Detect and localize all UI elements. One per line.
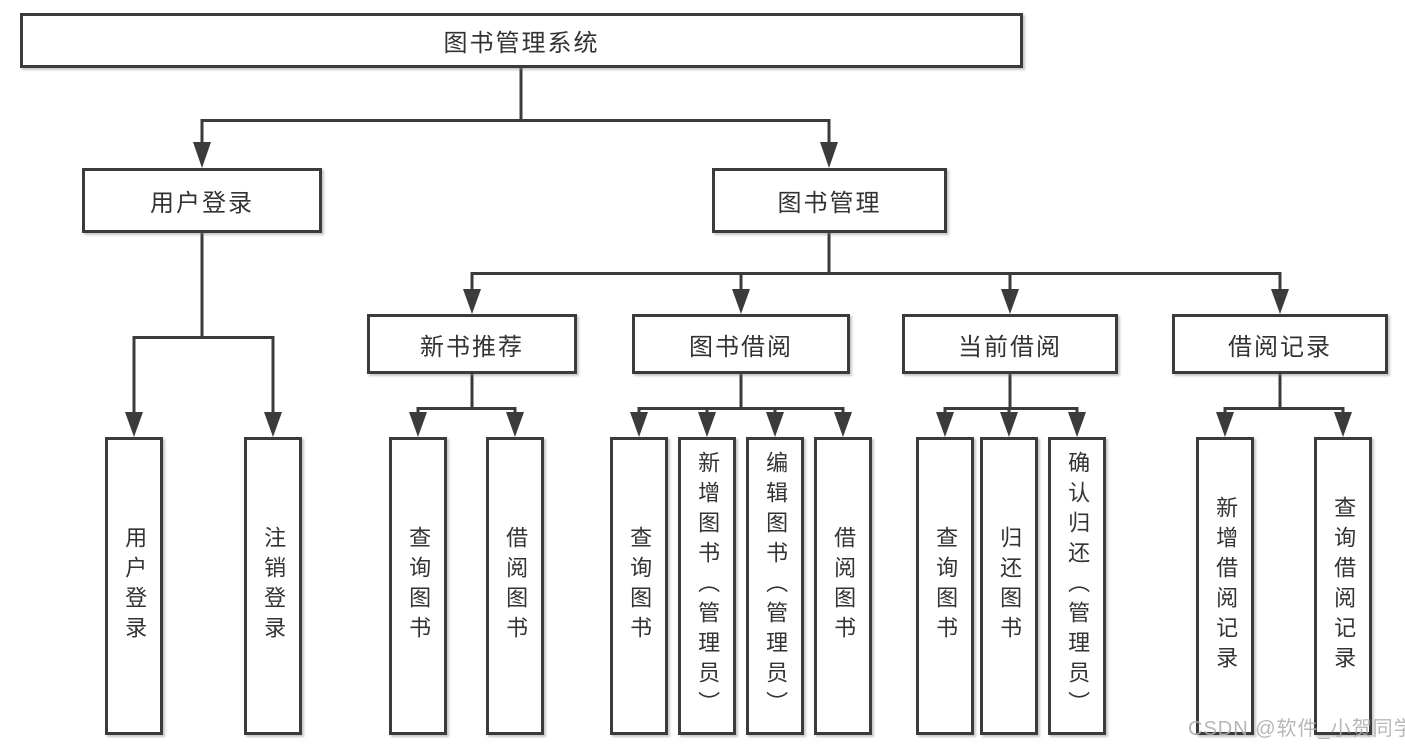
node-root-system: 图书管理系统 <box>20 13 1023 68</box>
leaf-logout: 注销登录 <box>244 437 302 735</box>
node-label: 新书推荐 <box>420 333 524 361</box>
csdn-watermark: CSDN @软件_小贺同学 <box>1188 718 1405 740</box>
leaf-label: 注销登录 <box>261 526 287 646</box>
leaf-label: 借阅图书 <box>503 526 529 646</box>
leaf-label: 归还图书 <box>997 526 1023 646</box>
leaf-recommend-borrow-book: 借阅图书 <box>486 437 544 735</box>
leaf-borrow-add-book-admin: 新增图书（管理员） <box>678 437 736 735</box>
node-label: 当前借阅 <box>958 333 1062 361</box>
leaf-label: 确认归还（管理员） <box>1065 451 1091 721</box>
leaf-label: 新增借阅记录 <box>1213 496 1239 676</box>
node-current-borrow: 当前借阅 <box>902 314 1118 374</box>
leaf-label: 查询图书 <box>933 526 959 646</box>
node-label: 用户登录 <box>150 190 254 217</box>
node-label: 图书借阅 <box>689 333 793 361</box>
leaf-label: 编辑图书（管理员） <box>763 451 789 721</box>
leaf-current-confirm-return-admin: 确认归还（管理员） <box>1048 437 1106 735</box>
leaf-label: 查询图书 <box>627 526 653 646</box>
leaf-current-return-book: 归还图书 <box>980 437 1038 735</box>
leaf-borrow-borrow-book: 借阅图书 <box>814 437 872 735</box>
node-new-book-recommend: 新书推荐 <box>367 314 577 374</box>
node-label: 图书管理系统 <box>443 30 600 57</box>
leaf-borrow-edit-book-admin: 编辑图书（管理员） <box>746 437 804 735</box>
leaf-label: 新增图书（管理员） <box>695 451 721 721</box>
node-borrow-records: 借阅记录 <box>1172 314 1388 374</box>
leaf-user-login: 用户登录 <box>105 437 163 735</box>
leaf-current-query-book: 查询图书 <box>916 437 974 735</box>
leaf-records-add: 新增借阅记录 <box>1196 437 1254 735</box>
node-label: 图书管理 <box>777 190 882 217</box>
node-book-management: 图书管理 <box>712 168 947 233</box>
leaf-borrow-query-book: 查询图书 <box>610 437 668 735</box>
leaf-label: 查询借阅记录 <box>1331 496 1357 676</box>
node-user-login: 用户登录 <box>82 168 322 233</box>
leaf-label: 查询图书 <box>406 526 432 646</box>
leaf-records-query: 查询借阅记录 <box>1314 437 1372 735</box>
leaf-label: 借阅图书 <box>831 526 857 646</box>
node-label: 借阅记录 <box>1228 333 1332 361</box>
leaf-label: 用户登录 <box>122 526 148 646</box>
node-book-borrow: 图书借阅 <box>632 314 850 374</box>
leaf-recommend-query-book: 查询图书 <box>389 437 447 735</box>
